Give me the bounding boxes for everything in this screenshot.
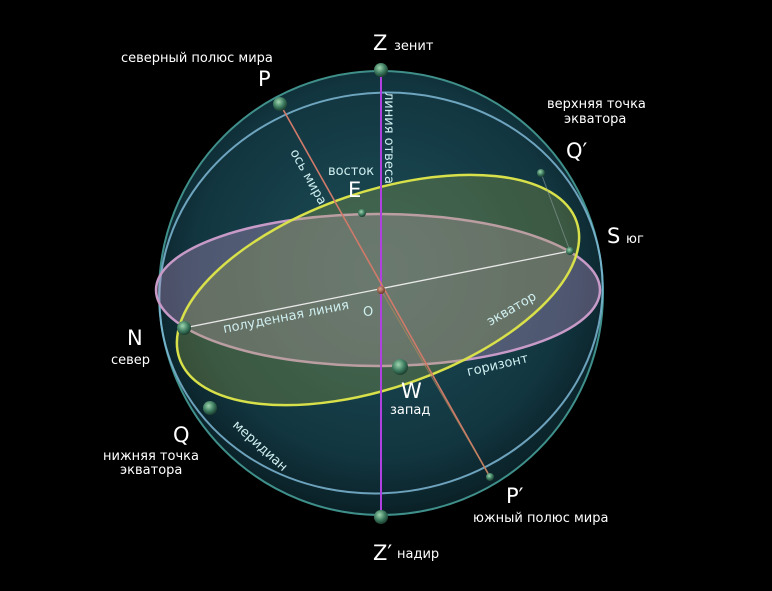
meridian-circle [158,91,604,495]
north-point-letter: N [127,326,143,350]
nadir-name: надир [397,547,439,562]
zenith-letter: Z [373,31,387,55]
plumb-line-label: линия отвеса [381,92,396,184]
south-point-letter: S [607,224,620,248]
world-axis-line [279,103,491,478]
lower-equator-letter: Q [173,423,190,447]
center-letter: O [363,305,373,320]
upper-equator-name-2: экватора [564,112,626,127]
nadir-letter: Z′ [373,541,392,565]
zenith-name: зенит [394,39,434,54]
east-point-letter: E [348,178,361,202]
lower-equator-name-1: нижняя точка [103,449,199,464]
west-direction-line [380,289,491,478]
lower-equator-name-2: экватора [120,463,182,478]
east-point-dot [358,209,366,217]
south-point-dot [566,247,574,255]
west-point-dot [392,359,408,375]
north-point-name: север [111,353,150,368]
north-pole-name: северный полюс мира [121,51,273,66]
upper-equator-dot [537,169,545,177]
lower-equator-dot [203,401,217,415]
south-pole-dot [486,473,494,481]
upper-equator-name-1: верхняя точка [547,97,646,112]
south-pole-letter: P′ [506,484,524,508]
west-point-name: запад [390,403,430,418]
north-point-dot [177,321,191,335]
zenith-dot [374,63,388,77]
north-pole-dot [273,97,287,111]
noon-line [183,250,571,329]
south-pole-name: южный полюс мира [473,511,608,526]
center-dot [377,286,385,294]
east-point-name: восток [328,164,374,179]
south-point-name: юг [626,232,644,247]
north-pole-letter: P [258,67,271,91]
q-prime-arc [540,172,571,252]
nadir-dot [374,510,388,524]
upper-equator-letter: Q′ [566,139,588,163]
west-point-letter: W [401,379,422,403]
